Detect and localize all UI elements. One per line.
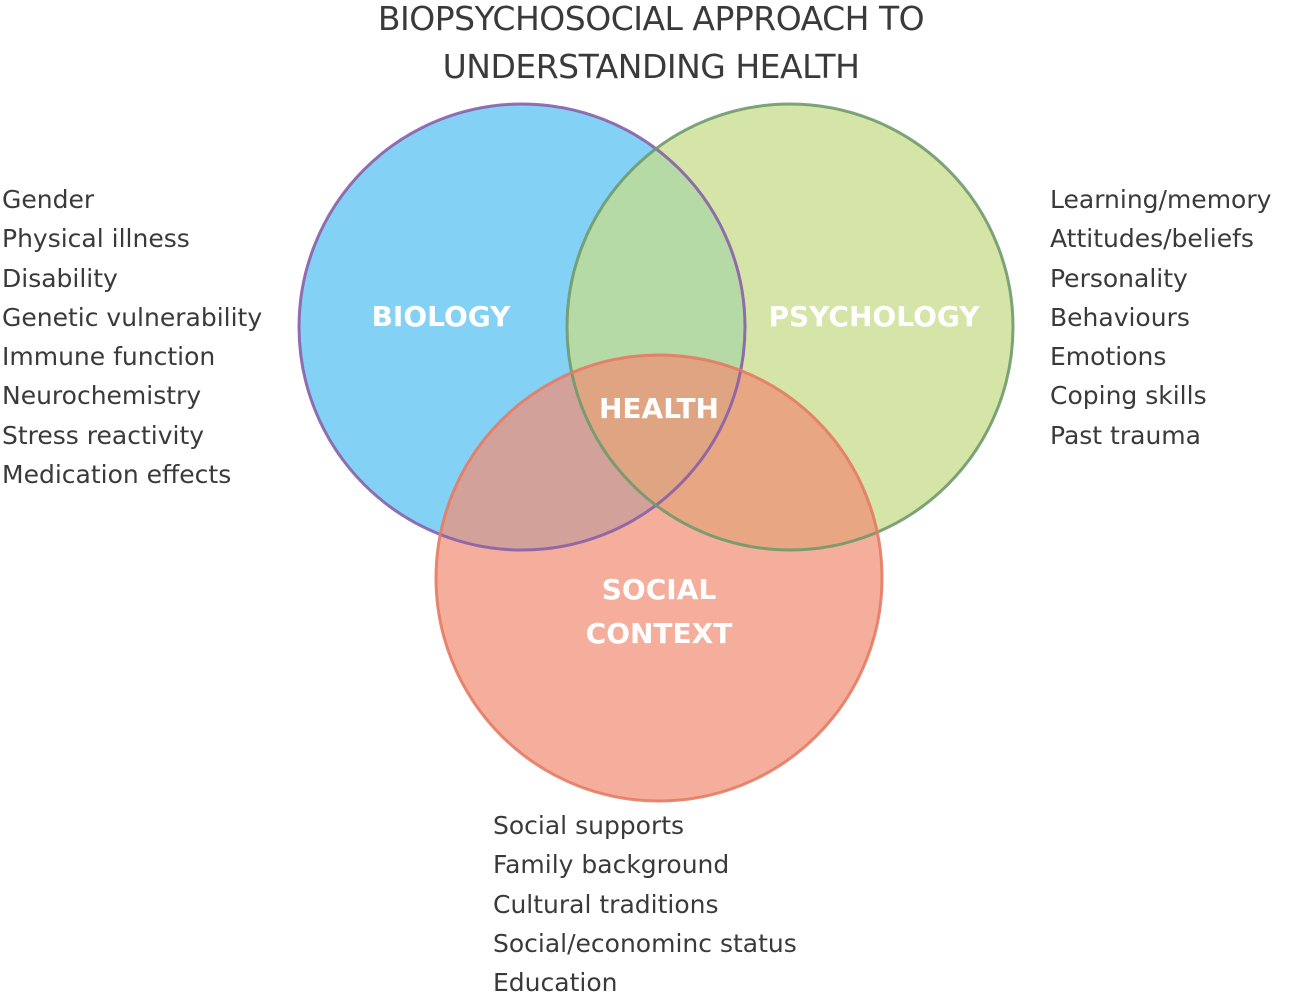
diagram-title-line-2: UNDERSTANDING HEALTH: [442, 47, 860, 86]
social-factor: Cultural traditions: [493, 889, 719, 919]
biology-factor: Neurochemistry: [2, 381, 202, 411]
biology-factor: Genetic vulnerability: [2, 302, 263, 332]
social-factor: Education: [493, 968, 618, 996]
diagram-title-line-1: BIOPSYCHOSOCIAL APPROACH TO: [377, 0, 925, 38]
biology-circle-outline: [297, 102, 747, 552]
psychology-factor: Coping skills: [1050, 381, 1207, 411]
biology-factor: Medication effects: [2, 460, 232, 490]
psychology-factor: Past trauma: [1050, 420, 1201, 450]
psychology-factor: Attitudes/beliefs: [1050, 224, 1254, 254]
biology-factor: Stress reactivity: [2, 420, 205, 450]
biology-factor: Immune function: [2, 342, 216, 372]
psychology-label: PSYCHOLOGY: [768, 300, 980, 333]
social-factor: Social/econominc status: [493, 928, 797, 958]
psychology-factor: Learning/memory: [1050, 185, 1272, 214]
psychology-factor: Behaviours: [1050, 302, 1190, 332]
biology-factor: Gender: [2, 185, 95, 214]
health-label: HEALTH: [599, 392, 719, 425]
social-factor: Social supports: [493, 811, 685, 840]
context-label: CONTEXT: [586, 617, 733, 650]
psychology-circle-outline: [565, 102, 1015, 552]
biology-label: BIOLOGY: [372, 300, 512, 333]
social-context-circle-outline: [434, 353, 884, 803]
biology-factor: Physical illness: [2, 224, 190, 254]
social-factor: Family background: [493, 850, 730, 880]
psychology-factor: Emotions: [1050, 342, 1167, 372]
social-context-circle: [436, 355, 882, 801]
biology-factor: Disability: [2, 263, 118, 293]
psychology-factors-list: Learning/memory Attitudes/beliefs Person…: [1050, 180, 1271, 455]
social-label: SOCIAL: [602, 573, 717, 606]
biology-factors-list: Gender Physical illness Disability Genet…: [2, 180, 262, 494]
psychology-factor: Personality: [1050, 263, 1188, 293]
social-factors-list: Social supports Family background Cultur…: [493, 806, 797, 996]
